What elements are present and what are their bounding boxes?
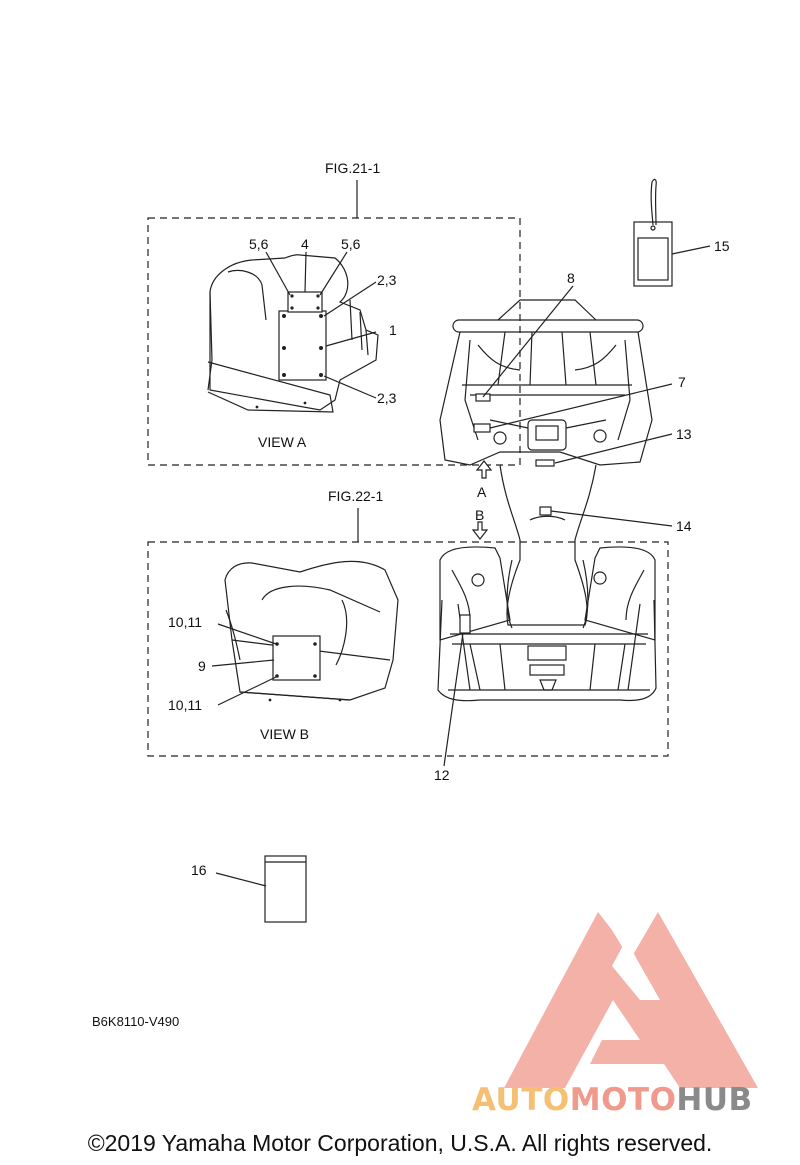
- arrow-a-label: A: [477, 484, 487, 500]
- callout-5-6-left[interactable]: 5,6: [249, 236, 269, 252]
- callout-15[interactable]: 15: [714, 238, 730, 254]
- atv-label-14: [539, 506, 552, 516]
- view-a-drawing: [207, 251, 379, 413]
- view-b-frame: [147, 541, 669, 757]
- copyright-notice: ©2019 Yamaha Motor Corporation, U.S.A. A…: [87, 1130, 713, 1156]
- arrow-b-label: B: [475, 507, 485, 523]
- callout-10-11-bottom[interactable]: 10,11: [168, 697, 202, 713]
- diagram-code: B6K8110-V490: [92, 1014, 180, 1029]
- label-plate-9: [272, 635, 321, 681]
- atv-label-8: [475, 393, 491, 402]
- watermark-text: AUTOMOTOHUB: [472, 1082, 753, 1118]
- watermark-part-moto: MOTO: [569, 1082, 677, 1118]
- watermark-part-auto: AUTO: [472, 1082, 570, 1118]
- callout-10-11-top[interactable]: 10,11: [168, 614, 202, 630]
- fig-ref-b[interactable]: FIG.22-1: [328, 488, 384, 504]
- callout-12[interactable]: 12: [434, 767, 450, 783]
- callout-7[interactable]: 7: [678, 374, 686, 390]
- callout-5-6-right[interactable]: 5,6: [341, 236, 361, 252]
- callout-14[interactable]: 14: [676, 518, 692, 534]
- callout-16[interactable]: 16: [191, 862, 207, 878]
- callout-2-3-bottom[interactable]: 2,3: [377, 390, 397, 406]
- arrow-a-icon: [475, 460, 493, 479]
- watermark-part-hub: HUB: [676, 1082, 753, 1118]
- atv-label-7: [473, 423, 491, 433]
- callout-8[interactable]: 8: [567, 270, 575, 286]
- view-b-label: VIEW B: [260, 726, 310, 742]
- hang-tag-15: [633, 178, 711, 287]
- callout-2-3-top[interactable]: 2,3: [377, 272, 397, 288]
- atv-top-view: [437, 285, 673, 767]
- view-a-frame: [147, 217, 521, 466]
- fig-ref-a[interactable]: FIG.21-1: [325, 160, 381, 176]
- atv-label-12: [459, 614, 471, 634]
- callout-13[interactable]: 13: [676, 426, 692, 442]
- part-16: [215, 855, 307, 923]
- callout-9[interactable]: 9: [198, 658, 206, 674]
- watermark-logo-icon: [504, 912, 758, 1088]
- atv-label-13: [535, 459, 555, 467]
- label-plate-1: [278, 310, 327, 381]
- arrow-b-icon: [471, 521, 489, 540]
- callout-1[interactable]: 1: [389, 322, 397, 338]
- view-b-drawing: [211, 560, 399, 706]
- view-a-label: VIEW A: [258, 434, 307, 450]
- callout-4[interactable]: 4: [301, 236, 309, 252]
